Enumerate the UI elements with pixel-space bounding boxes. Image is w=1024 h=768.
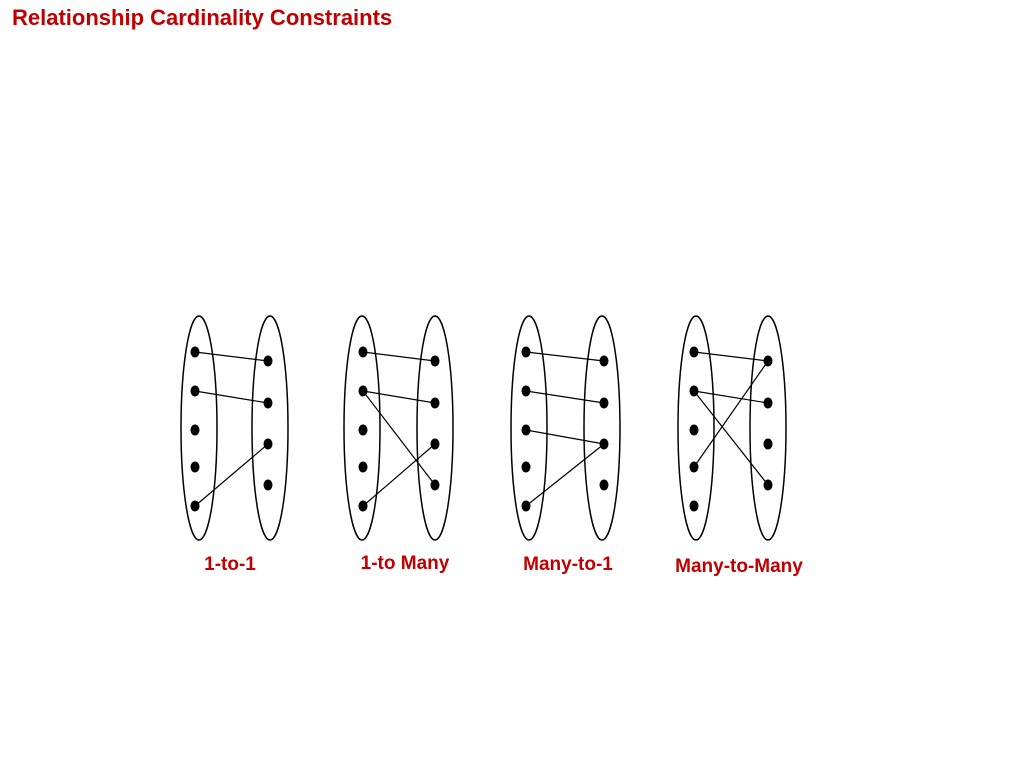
left-entity-dot	[521, 461, 531, 473]
relationship-link	[693, 390, 769, 486]
right-entity-set	[251, 315, 289, 541]
page-title: Relationship Cardinality Constraints	[12, 5, 393, 30]
relationship-link	[194, 443, 269, 507]
cardinality-panel: 1-to Many	[343, 315, 454, 574]
left-entity-dot	[190, 500, 200, 512]
left-entity-set	[343, 315, 381, 541]
left-entity-dot	[358, 346, 368, 358]
panel-caption: Many-to-1	[523, 554, 613, 575]
relationship-link	[362, 351, 436, 362]
right-entity-set	[749, 315, 787, 541]
right-entity-dot	[763, 397, 773, 409]
relationship-link	[362, 443, 436, 507]
relationship-link	[693, 390, 769, 404]
right-entity-dot	[763, 438, 773, 450]
relationship-link	[362, 390, 436, 404]
left-entity-dot	[689, 385, 699, 397]
left-entity-dot	[358, 500, 368, 512]
right-entity-dot	[430, 397, 440, 409]
right-entity-dot	[430, 355, 440, 367]
right-entity-dot	[430, 479, 440, 491]
right-entity-dot	[599, 355, 609, 367]
left-entity-dot	[689, 424, 699, 436]
left-entity-dot	[358, 461, 368, 473]
left-entity-dot	[358, 424, 368, 436]
left-entity-set	[180, 315, 218, 541]
relationship-link	[362, 390, 436, 486]
relationship-link	[693, 360, 769, 468]
right-entity-set	[583, 315, 621, 541]
relationship-link	[194, 351, 269, 362]
relationship-link	[525, 351, 605, 362]
cardinality-panel: Many-to-1	[510, 315, 621, 575]
panel-caption: 1-to-1	[204, 554, 256, 575]
right-entity-dot	[763, 355, 773, 367]
left-entity-dot	[190, 385, 200, 397]
relationship-link	[525, 443, 605, 507]
left-entity-dot	[190, 424, 200, 436]
right-entity-dot	[599, 479, 609, 491]
left-entity-set	[677, 315, 715, 541]
left-entity-dot	[358, 385, 368, 397]
relationship-link	[525, 429, 605, 445]
right-entity-dot	[263, 438, 273, 450]
right-entity-dot	[599, 438, 609, 450]
relationship-link	[525, 390, 605, 404]
right-entity-dot	[599, 397, 609, 409]
right-entity-dot	[263, 479, 273, 491]
left-entity-dot	[521, 385, 531, 397]
right-entity-set	[416, 315, 454, 541]
left-entity-dot	[521, 424, 531, 436]
right-entity-dot	[430, 438, 440, 450]
cardinality-panel: Many-to-Many	[675, 315, 803, 577]
left-entity-dot	[521, 346, 531, 358]
right-entity-dot	[263, 355, 273, 367]
left-entity-dot	[521, 500, 531, 512]
right-entity-dot	[263, 397, 273, 409]
right-entity-dot	[763, 479, 773, 491]
left-entity-dot	[190, 461, 200, 473]
panel-caption: 1-to Many	[361, 553, 450, 574]
left-entity-set	[510, 315, 548, 541]
relationship-link	[194, 390, 269, 404]
left-entity-dot	[689, 461, 699, 473]
panel-caption: Many-to-Many	[675, 556, 803, 577]
left-entity-dot	[689, 500, 699, 512]
cardinality-panel: 1-to-1	[180, 315, 289, 575]
relationship-link	[693, 351, 769, 362]
left-entity-dot	[689, 346, 699, 358]
left-entity-dot	[190, 346, 200, 358]
